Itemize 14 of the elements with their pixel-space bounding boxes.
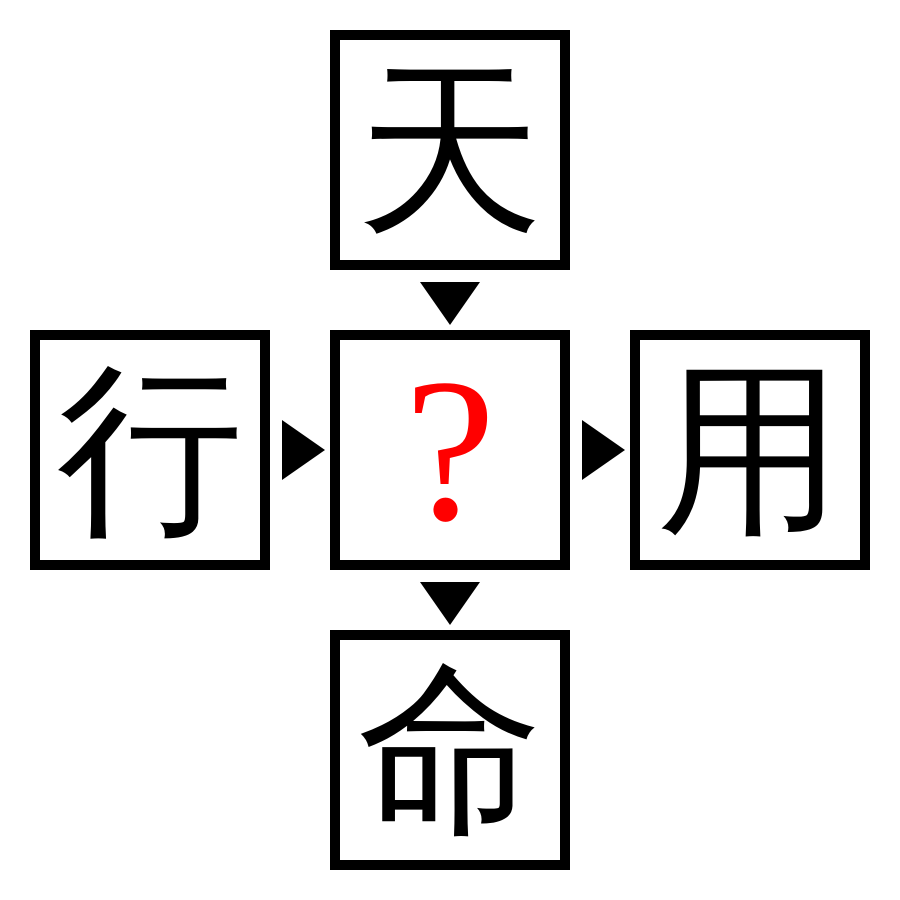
character-box <box>330 30 570 270</box>
character-box <box>630 330 870 570</box>
arrow <box>282 420 325 480</box>
chinese-character: 命 <box>357 657 543 843</box>
arrow <box>420 582 480 625</box>
character-box <box>30 330 270 570</box>
chinese-character: 行 <box>57 357 243 543</box>
chinese-character: 天 <box>357 57 543 243</box>
arrow <box>582 420 625 480</box>
arrow <box>420 282 480 325</box>
chinese-character: 用 <box>657 357 843 543</box>
character-box <box>330 630 570 870</box>
question-mark: ? <box>404 348 496 552</box>
character-box <box>330 330 570 570</box>
